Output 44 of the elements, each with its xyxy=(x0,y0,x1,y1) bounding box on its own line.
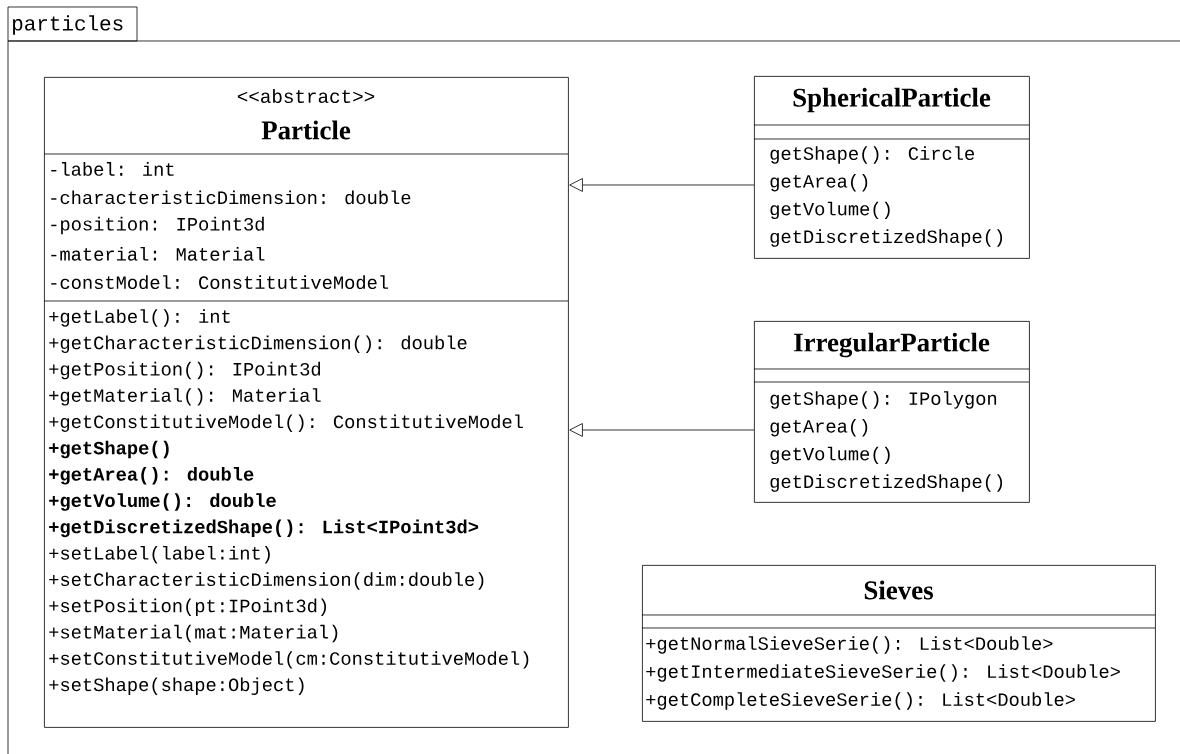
method-text: +getIntermediateSieveSerie(): List<Double> xyxy=(646,664,1120,682)
class-box xyxy=(641,565,1156,722)
method-text: +setMaterial(mat:Material) xyxy=(49,624,338,643)
class-name: Particle xyxy=(261,120,351,140)
class-name: Sieves xyxy=(864,580,933,600)
method-text: +getNormalSieveSerie(): List<Double> xyxy=(646,636,1053,654)
method-text: +setShape(shape:Object) xyxy=(49,677,304,695)
attribute-text: -constModel: ConstitutiveModel xyxy=(51,275,389,290)
package-frame xyxy=(7,6,1180,754)
method-text: +getVolume(): double xyxy=(49,493,276,511)
method-text: +getPosition(): IPoint3d xyxy=(49,361,320,380)
method-text: getDiscretizedShape() xyxy=(770,229,1003,247)
method-text: +getArea(): double xyxy=(49,467,254,485)
method-text: +setConstitutiveModel(cm:ConstitutiveModel) xyxy=(49,651,529,669)
class-box xyxy=(753,76,1030,259)
method-text: getVolume() xyxy=(770,201,890,220)
method-text: +getCompleteSieveSerie(): List<Double> xyxy=(646,692,1075,710)
method-text: getVolume() xyxy=(770,446,890,465)
attribute-text: -characteristicDimension: double xyxy=(51,190,411,205)
method-text: +getDiscretizedShape(): List<IPoint3d> xyxy=(49,519,479,538)
class-box xyxy=(753,321,1030,503)
method-text: getArea() xyxy=(770,173,868,192)
class-name: SphericalParticle xyxy=(793,87,991,113)
method-text: +getShape() xyxy=(49,440,169,459)
attribute-text: -position: IPoint3d xyxy=(51,216,264,235)
package-name: particles xyxy=(13,15,123,35)
method-text: getShape(): IPolygon xyxy=(770,391,997,409)
method-text: getDiscretizedShape() xyxy=(770,474,1003,492)
attribute-text: -material: Material xyxy=(51,247,265,261)
method-text: +getLabel(): int xyxy=(49,309,230,327)
attribute-text: -label: int xyxy=(51,162,174,176)
method-text: +getMaterial(): Material xyxy=(49,388,321,406)
class-box xyxy=(43,77,569,728)
stereotype-label: <<abstract>> xyxy=(237,88,375,104)
method-text: getArea() xyxy=(770,418,868,437)
method-text: getShape(): Circle xyxy=(770,146,974,164)
method-text: +setCharacteristicDimension(dim:double) xyxy=(49,572,484,590)
method-text: +setPosition(pt:IPoint3d) xyxy=(49,598,326,616)
method-text: +getCharacteristicDimension(): double xyxy=(49,335,467,353)
class-name: IrregularParticle xyxy=(794,332,990,358)
method-text: +getConstitutiveModel(): ConstitutiveModel xyxy=(49,414,523,432)
method-text: +setLabel(label:int) xyxy=(49,545,270,564)
inheritance-arrow xyxy=(569,423,755,437)
inheritance-arrow xyxy=(569,178,755,192)
